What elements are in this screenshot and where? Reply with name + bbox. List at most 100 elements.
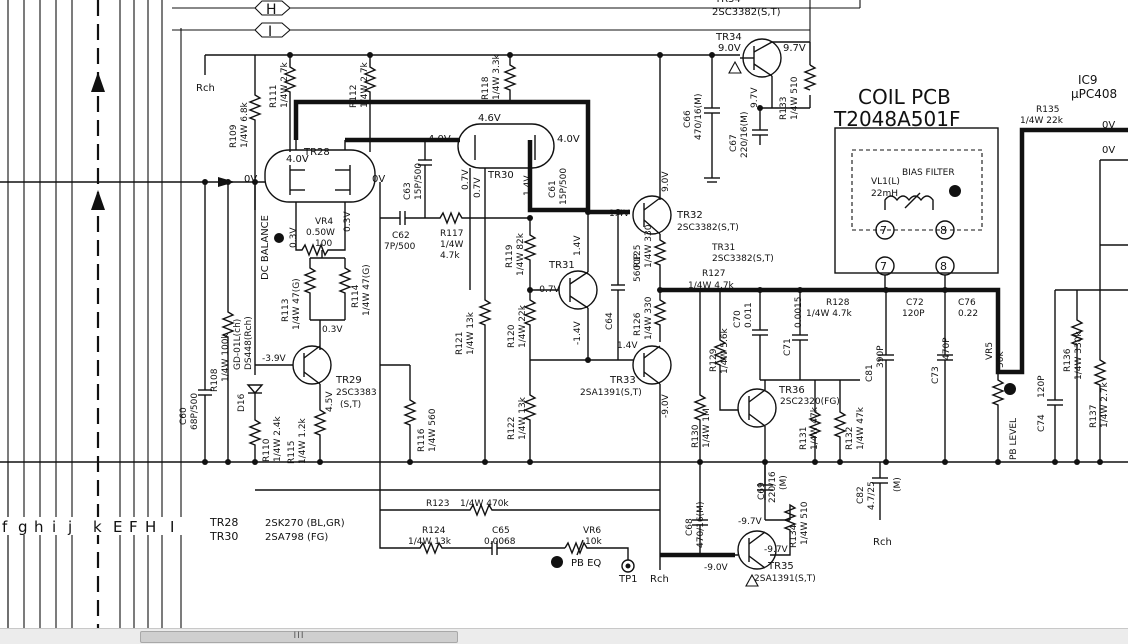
svg-text:g: g <box>18 518 28 536</box>
r118-value: 1/4W 3.3k <box>492 53 502 100</box>
legend-ref-1: TR28 <box>209 516 238 529</box>
r117-label: R117 <box>440 229 463 239</box>
tr30: 4.6V 4.0V 4.0V TR30 0.7V 0.7V 1.4V <box>428 113 580 198</box>
svg-text:1.4V: 1.4V <box>617 341 638 351</box>
c60-value: 68P/500 <box>190 393 200 430</box>
svg-text:H: H <box>145 518 156 536</box>
svg-text:f: f <box>2 518 8 536</box>
c82-value: 4.7/25 <box>867 481 877 510</box>
tr34-header-type: 2SC3382(S,T) <box>712 7 781 18</box>
tr34: TR34 9.0V 9.7V <box>715 32 806 78</box>
svg-text:TR36: TR36 <box>778 385 805 396</box>
svg-text:1/4W: 1/4W <box>440 240 463 250</box>
junction-dots <box>202 52 1103 465</box>
r129-value: 1/4W 5.6k <box>720 327 730 374</box>
r130-label: R130 <box>691 424 701 448</box>
r108-value: 1/4W 100k <box>221 333 231 382</box>
r133-value: 1/4W 510 <box>790 76 800 120</box>
tr31-type-value: 2SC3382(S,T) <box>712 254 774 264</box>
svg-text:I: I <box>170 518 174 536</box>
c82-label: C82 <box>856 486 866 504</box>
vr4-label: VR4 <box>315 217 333 227</box>
svg-text:i: i <box>52 518 56 536</box>
svg-text:(S,T): (S,T) <box>340 400 361 410</box>
r131-value: 1/4W 47k <box>810 406 820 450</box>
r121-value: 1/4W 13k <box>466 311 476 355</box>
r120-label: R120 <box>507 324 517 348</box>
bus-tag-h: H <box>254 0 291 18</box>
svg-text:0.3V: 0.3V <box>343 211 353 232</box>
bus-tag-i: I <box>254 22 291 40</box>
svg-text:E: E <box>113 518 122 536</box>
dc-balance-label: DC BALANCE <box>260 215 271 280</box>
svg-text:H: H <box>266 2 277 18</box>
svg-text:TR30: TR30 <box>487 170 514 181</box>
r109-label: R109 <box>229 124 239 148</box>
r110-value: 1/4W 2.4k <box>273 415 283 462</box>
svg-text:-9.7V: -9.7V <box>764 545 789 555</box>
r114-label: R114 <box>351 284 361 308</box>
d16-label: D16 <box>237 393 247 412</box>
r115-value: 1/4W 1.2k <box>298 417 308 464</box>
c62-label: C62 <box>392 231 410 241</box>
c63-value: 15P/500 <box>414 163 424 200</box>
c66-value: 470/16(M) <box>694 94 704 140</box>
vr5-value: 50k <box>996 351 1006 368</box>
c70-label: C70 <box>733 310 743 328</box>
svg-text:2SC3382(S,T): 2SC3382(S,T) <box>677 223 739 233</box>
svg-text:0V: 0V <box>372 174 385 185</box>
svg-text:4.5V: 4.5V <box>325 391 335 412</box>
signal-arrow-up <box>91 72 105 92</box>
ic9-type: μPC408 <box>1071 87 1117 101</box>
svg-text:2SA1391(S,T): 2SA1391(S,T) <box>580 388 642 398</box>
r126-value: 1/4W 330 <box>644 296 654 340</box>
svg-text:0.7V: 0.7V <box>473 177 483 198</box>
r113-value: 1/4W 47(G) <box>292 278 302 330</box>
circuit-schematic: H I TR34 2SC3382(S,T) Rch TR34 9.0V 9.7V… <box>0 0 1128 628</box>
svg-text:-9.7V: -9.7V <box>738 517 763 527</box>
c82-m: (M) <box>893 477 903 492</box>
vl1-label: VL1(L) <box>871 177 900 187</box>
rch-label-bottom: Rch <box>650 574 669 585</box>
svg-text:2SA1391(S,T): 2SA1391(S,T) <box>754 574 816 584</box>
r136-label: R136 <box>1063 348 1073 372</box>
svg-text:TR34: TR34 <box>715 32 742 43</box>
r114-value: 1/4W 47(G) <box>362 264 372 316</box>
c62-value: 7P/500 <box>384 242 416 252</box>
r127-label: R127 <box>702 269 725 279</box>
r123-value: 1/4W 470k <box>460 499 509 509</box>
r132-value: 1/4W 47k <box>856 406 866 450</box>
r116-value: 1/4W 560 <box>428 408 438 452</box>
r113-label: R113 <box>281 299 291 322</box>
r115-label: R115 <box>287 441 297 464</box>
scrollbar-grip-icon: III <box>293 631 305 641</box>
c74-label: C74 <box>1037 414 1047 432</box>
vr6-value: 10k <box>585 537 602 547</box>
r128-value: 1/4W 4.7k <box>806 309 853 319</box>
r122-label: R122 <box>507 417 517 440</box>
svg-text:TR35: TR35 <box>767 561 794 572</box>
tr36: TR36 2SC2320(FG) <box>737 385 840 428</box>
vl1-value: 22mH <box>871 189 898 199</box>
c73-value: 470P <box>942 337 952 360</box>
r120-value: 1/4W 22k <box>518 304 528 348</box>
c72-label: C72 <box>906 298 924 308</box>
tr33: TR33 2SA1391(S,T) -9.0V 1.4V <box>580 341 672 418</box>
c76-label: C76 <box>958 298 976 308</box>
svg-text:0.3V: 0.3V <box>289 227 299 248</box>
svg-text:4.0V: 4.0V <box>557 134 580 145</box>
r125-label: R125 <box>633 245 643 268</box>
svg-text:9.0V: 9.0V <box>661 171 671 192</box>
bus-labels-bottom: f g h i j k E F H I <box>0 517 190 536</box>
svg-text:TR32: TR32 <box>676 210 703 221</box>
svg-text:-9.0V: -9.0V <box>704 563 729 573</box>
transistor-legend: TR28 2SK270 (BL,GR) TR30 2SA798 (FG) <box>209 516 345 543</box>
c64-value: 5600P <box>633 253 643 282</box>
r133-label: R133 <box>779 97 789 120</box>
r131-label: R131 <box>799 427 809 450</box>
c60-label: C60 <box>179 407 189 425</box>
r122-value: 1/4W 13k <box>518 396 528 440</box>
horizontal-scrollbar[interactable]: III <box>0 628 1128 644</box>
c71-label: C71 <box>783 338 793 356</box>
scrollbar-thumb[interactable]: III <box>140 631 458 643</box>
